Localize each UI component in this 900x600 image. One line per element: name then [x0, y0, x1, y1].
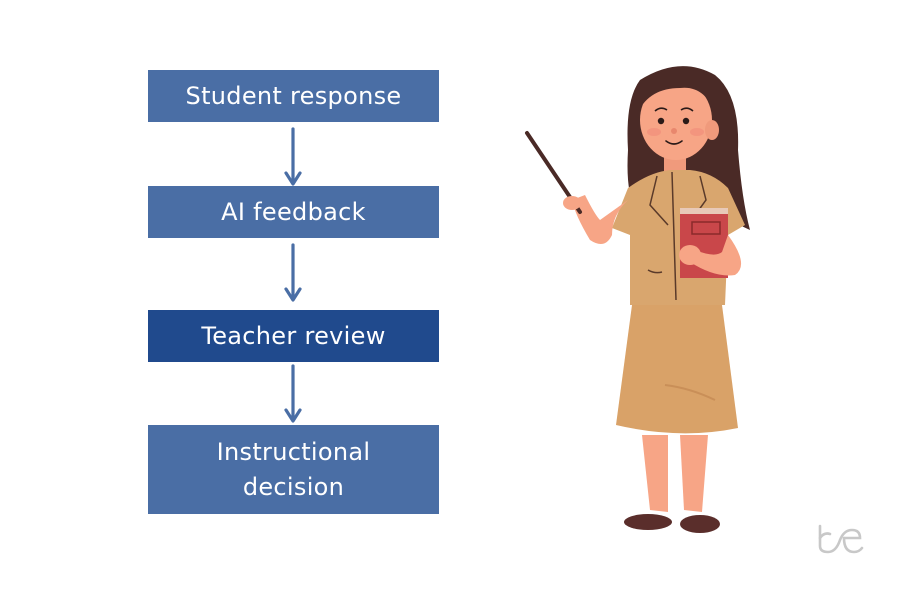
arrow-down-icon — [284, 243, 302, 302]
flow-step-label-line-2: decision — [242, 472, 345, 501]
flow-step-label-line-1: Instructional — [216, 437, 371, 466]
flow-step-label: Teacher review — [201, 321, 386, 350]
flow-step-instructional-decision: Instructional decision — [148, 425, 439, 514]
flow-step-label: AI feedback — [221, 197, 366, 226]
arrow-down-icon — [284, 127, 302, 186]
flow-step-ai-feedback: AI feedback — [148, 186, 439, 238]
flow-step-label: Student response — [185, 81, 402, 110]
brand-logo — [818, 524, 864, 554]
flow-step-teacher-review: Teacher review — [148, 310, 439, 362]
flow-step-student-response: Student response — [148, 70, 439, 122]
arrow-down-icon — [284, 364, 302, 423]
teacher-illustration — [525, 66, 750, 533]
